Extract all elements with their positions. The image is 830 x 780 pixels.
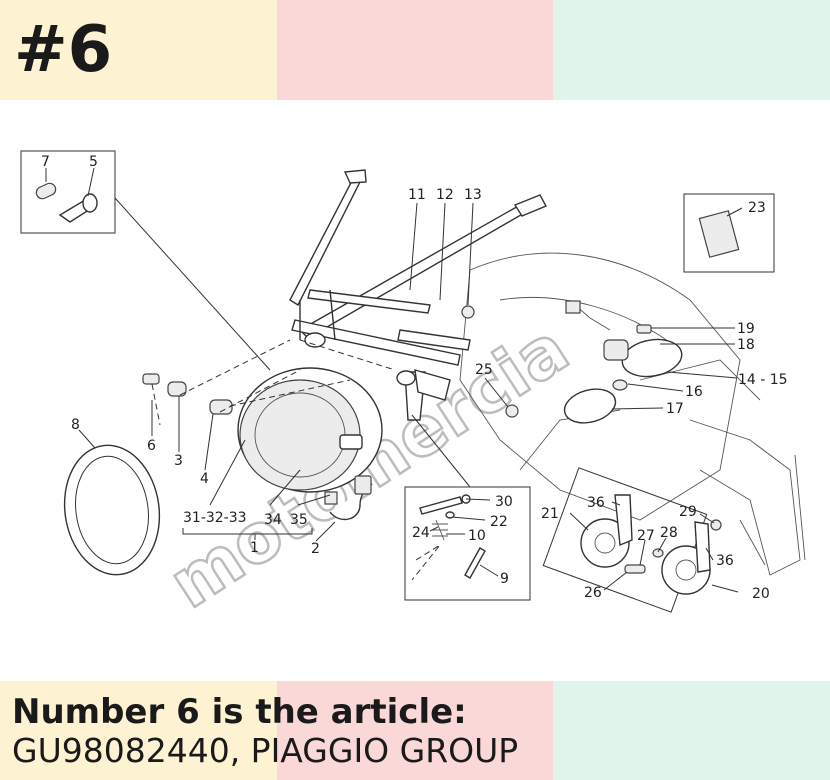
callout-17: 17 xyxy=(666,401,684,417)
screw-bush-parts xyxy=(142,373,233,415)
callout-21: 21 xyxy=(541,506,559,522)
callout-22: 22 xyxy=(490,514,508,530)
exploded-parts-diagram: motomercia xyxy=(20,150,806,626)
caption-heading: Number 6 is the article: xyxy=(12,692,467,732)
callout-19: 19 xyxy=(737,321,755,337)
headlight-rim xyxy=(63,444,161,576)
callout-6: 6 xyxy=(147,438,156,454)
callout-29: 29 xyxy=(679,504,697,520)
callout-24: 24 xyxy=(412,525,430,541)
nut-25 xyxy=(505,404,519,418)
band-yellow xyxy=(0,681,277,780)
watermark-text: motomercia xyxy=(156,309,582,624)
headlight-support-frame xyxy=(289,169,547,421)
scooter-body-outline xyxy=(459,252,806,576)
stand-inset-box xyxy=(404,486,531,601)
callout-26: 26 xyxy=(584,585,602,601)
callout-25: 25 xyxy=(475,362,493,378)
callout-11: 11 xyxy=(408,187,426,203)
callout-35: 35 xyxy=(290,512,308,528)
callout-30: 30 xyxy=(495,494,513,510)
callout-9: 9 xyxy=(500,571,509,587)
callout-16: 16 xyxy=(685,384,703,400)
callout-12: 12 xyxy=(436,187,454,203)
callout-7: 7 xyxy=(41,154,50,170)
headlight-housing xyxy=(237,367,383,493)
stand-parts xyxy=(419,494,486,579)
callout-36-bottom: 36 xyxy=(716,553,734,569)
horns xyxy=(580,494,722,595)
callout-5: 5 xyxy=(89,154,98,170)
callout-28: 28 xyxy=(660,525,678,541)
callout-8: 8 xyxy=(71,417,80,433)
callout-4: 4 xyxy=(200,471,209,487)
callout-10: 10 xyxy=(468,528,486,544)
callout-31-32-33: 31-32-33 xyxy=(183,510,247,526)
reflector-inset-box xyxy=(683,193,775,273)
bottom-color-band xyxy=(0,681,830,780)
turn-indicators xyxy=(563,300,683,424)
callout-18: 18 xyxy=(737,337,755,353)
band-mint xyxy=(553,0,830,100)
callout-2: 2 xyxy=(311,541,320,557)
callout-36-top: 36 xyxy=(587,495,605,511)
callout-20: 20 xyxy=(752,586,770,602)
band-pink xyxy=(276,681,554,780)
reflector xyxy=(698,210,740,258)
bulb-parts xyxy=(35,182,98,223)
wiring-harness xyxy=(324,475,373,521)
callout-34: 34 xyxy=(264,512,282,528)
band-pink xyxy=(276,0,554,100)
callout-27: 27 xyxy=(637,528,655,544)
band-yellow xyxy=(0,0,277,100)
callout-23: 23 xyxy=(748,200,766,216)
caption-article-code: GU98082440, PIAGGIO GROUP xyxy=(12,731,519,770)
callout-13: 13 xyxy=(464,187,482,203)
part-number-badge: #6 xyxy=(14,13,113,87)
band-mint xyxy=(553,681,830,780)
callout-1: 1 xyxy=(250,540,259,556)
callout-14-15: 14 - 15 xyxy=(738,372,788,388)
top-color-band xyxy=(0,0,830,100)
bush-13 xyxy=(461,305,475,319)
bulb-inset-box xyxy=(20,150,116,234)
callout-3: 3 xyxy=(174,453,183,469)
